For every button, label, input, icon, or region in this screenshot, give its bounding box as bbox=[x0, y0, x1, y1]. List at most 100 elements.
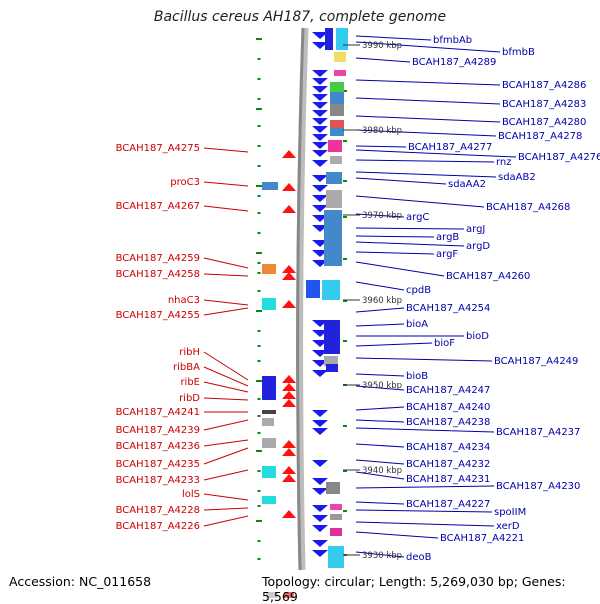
right-gene-label: BCAH187_A4231 bbox=[406, 474, 490, 485]
right-gene-label: argJ bbox=[466, 224, 485, 235]
reverse-strand-arrow bbox=[282, 183, 296, 191]
reverse-strand-arrow bbox=[282, 150, 296, 158]
right-leader-line bbox=[355, 129, 497, 137]
right-gene-label: BCAH187_A4230 bbox=[496, 481, 580, 492]
gene-labels: BCAH187_A4275proC3BCAH187_A4267BCAH187_A… bbox=[116, 35, 600, 563]
tick-marker bbox=[257, 125, 261, 127]
right-gene-label: BCAH187_A4283 bbox=[502, 99, 586, 110]
feature-block bbox=[326, 364, 338, 372]
reverse-strand-arrow bbox=[282, 510, 296, 518]
left-leader-line bbox=[203, 307, 249, 316]
feature-block bbox=[336, 28, 348, 50]
right-leader-line bbox=[355, 551, 405, 558]
feature-block bbox=[322, 280, 340, 300]
right-gene-label: sdaAA2 bbox=[448, 179, 486, 190]
strand-arrow bbox=[312, 205, 328, 212]
reverse-strand-arrow bbox=[282, 300, 296, 308]
right-gene-label: BCAH187_A4260 bbox=[446, 271, 530, 282]
left-gene-label: BCAH187_A4241 bbox=[116, 407, 200, 418]
left-gene-label: BCAH187_A4228 bbox=[116, 505, 200, 516]
right-leader-line bbox=[355, 342, 433, 347]
tick-marker bbox=[257, 360, 261, 362]
feature-block bbox=[262, 298, 276, 310]
right-leader-line bbox=[355, 406, 405, 411]
kbp-label: 3990 kbp bbox=[362, 41, 402, 51]
right-gene-label: bfmbAb bbox=[433, 35, 472, 46]
kbp-label: 3970 kbp bbox=[362, 211, 402, 221]
right-gene-label: bfmbB bbox=[502, 47, 535, 58]
tick-marker bbox=[257, 272, 261, 274]
left-gene-label: BCAH187_A4226 bbox=[116, 521, 200, 532]
strand-arrow bbox=[312, 515, 328, 522]
tick-marker bbox=[343, 340, 347, 342]
right-leader-line bbox=[355, 79, 501, 86]
reverse-strand-arrow bbox=[282, 265, 296, 273]
feature-block bbox=[284, 592, 294, 598]
right-gene-label: BCAH187_A4240 bbox=[406, 402, 490, 413]
reverse-strand-arrow bbox=[282, 391, 296, 399]
accession-text: Accession: NC_011658 bbox=[9, 574, 152, 589]
left-gene-label: BCAH187_A4259 bbox=[116, 253, 200, 264]
right-gene-label: argC bbox=[406, 212, 429, 223]
strand-arrow bbox=[312, 540, 328, 547]
backbone-shadow bbox=[296, 27, 309, 571]
label-leader-lines bbox=[203, 35, 517, 558]
left-leader-line bbox=[203, 181, 249, 187]
right-leader-line bbox=[355, 145, 407, 148]
right-gene-label: cpdB bbox=[406, 285, 431, 296]
feature-block bbox=[330, 120, 344, 128]
right-gene-label: BCAH187_A4221 bbox=[440, 533, 524, 544]
kbp-label: 3930 kbp bbox=[362, 551, 402, 561]
right-gene-label: argF bbox=[436, 249, 458, 260]
tick-marker bbox=[257, 58, 261, 60]
backbone-line bbox=[296, 27, 305, 571]
left-leader-line bbox=[203, 469, 249, 481]
right-gene-label: bioD bbox=[466, 331, 489, 342]
left-leader-line bbox=[203, 257, 249, 269]
tick-marker bbox=[256, 520, 262, 522]
strand-arrow bbox=[312, 410, 328, 417]
reverse-strand-arrow bbox=[282, 440, 296, 448]
right-leader-line bbox=[355, 115, 501, 123]
right-leader-line bbox=[355, 261, 445, 277]
left-leader-line bbox=[203, 351, 249, 381]
left-leader-line bbox=[203, 447, 249, 465]
right-leader-line bbox=[355, 443, 405, 448]
tick-marker bbox=[343, 180, 347, 182]
right-gene-label: BCAH187_A4249 bbox=[494, 356, 578, 367]
reverse-strand-arrow bbox=[282, 466, 296, 474]
strand-arrow bbox=[312, 525, 328, 532]
tick-marker bbox=[257, 165, 261, 167]
right-gene-label: bioB bbox=[406, 371, 428, 382]
strand-arrow bbox=[312, 428, 328, 435]
tick-marker bbox=[257, 540, 261, 542]
tick-marker bbox=[343, 300, 347, 302]
feature-block bbox=[328, 140, 342, 152]
strand-arrow bbox=[312, 110, 328, 117]
reverse-strand-arrow bbox=[282, 383, 296, 391]
left-leader-line bbox=[203, 419, 249, 431]
right-gene-label: bioF bbox=[434, 338, 455, 349]
tick-marker bbox=[257, 505, 261, 507]
right-leader-line bbox=[355, 241, 465, 247]
feature-block bbox=[326, 482, 340, 494]
feature-block bbox=[262, 496, 276, 504]
right-leader-line bbox=[355, 57, 411, 63]
left-gene-label: nhaC3 bbox=[168, 295, 200, 306]
left-leader-line bbox=[203, 439, 249, 447]
tick-marker bbox=[257, 558, 261, 560]
right-gene-label: BCAH187_A4278 bbox=[498, 131, 582, 142]
right-gene-label: BCAH187_A4232 bbox=[406, 459, 490, 470]
right-leader-line bbox=[355, 509, 493, 513]
tick-marker bbox=[257, 330, 261, 332]
left-gene-label: BCAH187_A4267 bbox=[116, 201, 200, 212]
right-gene-label: sdaAB2 bbox=[498, 172, 536, 183]
strand-arrow bbox=[312, 160, 328, 167]
strand-arrow bbox=[312, 86, 328, 93]
strand-arrow bbox=[312, 94, 328, 101]
right-gene-label: BCAH187_A4238 bbox=[406, 417, 490, 428]
feature-block bbox=[330, 514, 342, 520]
left-gene-label: ribD bbox=[179, 393, 200, 404]
right-leader-line bbox=[355, 521, 495, 527]
